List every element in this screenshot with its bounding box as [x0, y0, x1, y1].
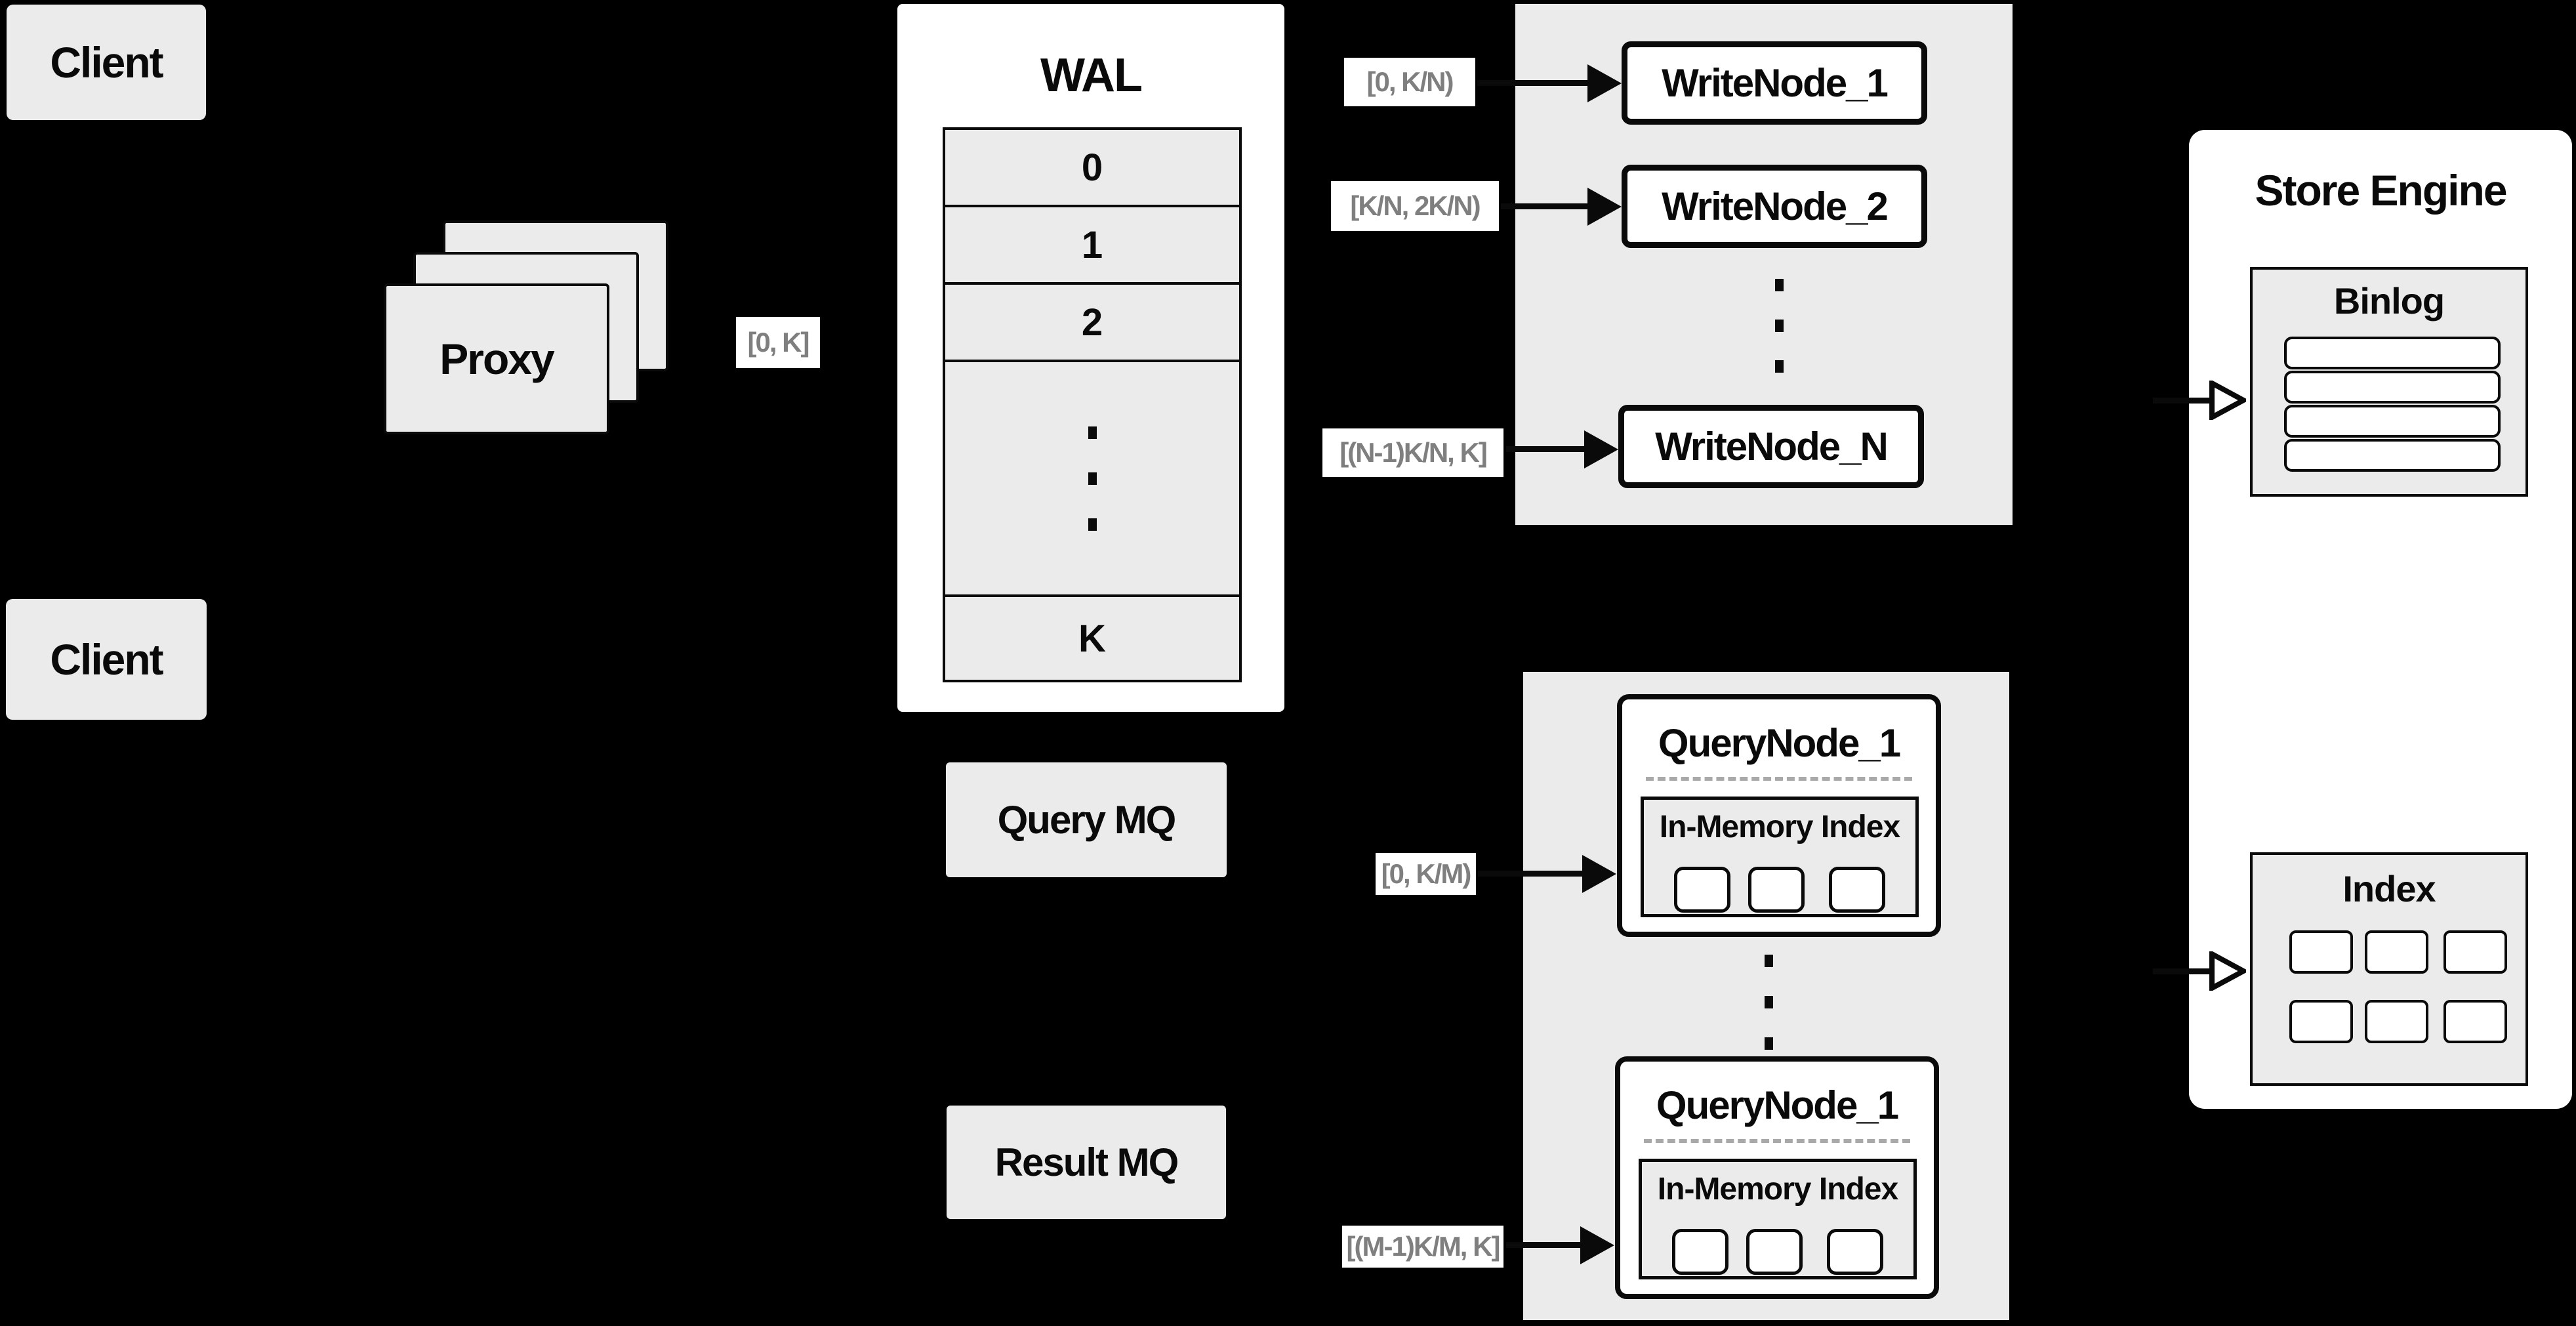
memory-segment	[1746, 1229, 1803, 1275]
writenode-2-box: WriteNode_2	[1622, 165, 1927, 248]
index-segment	[2289, 930, 2353, 974]
index-title: Index	[2342, 867, 2436, 909]
memory-segment	[1674, 867, 1730, 913]
store-engine-box: Store Engine Binlog Index	[2189, 130, 2572, 1109]
wal-slot-k: K	[945, 597, 1239, 680]
proxy-label: Proxy	[440, 335, 554, 383]
divider	[1646, 777, 1912, 781]
querynode-bottom-box: QueryNode_1 In-Memory Index	[1615, 1056, 1939, 1299]
wal-slot-0: 0	[945, 130, 1239, 207]
vertical-ellipsis-icon	[1088, 426, 1097, 531]
result-mq-box: Result MQ	[947, 1106, 1226, 1219]
memory-segment	[1827, 1229, 1883, 1275]
index-segment	[2289, 1000, 2353, 1043]
client-bottom-box: Client	[6, 599, 207, 720]
writenode-1-box: WriteNode_1	[1622, 41, 1927, 125]
wal-slot-2: 2	[945, 285, 1239, 362]
vertical-ellipsis-icon	[1775, 279, 1784, 373]
binlog-title: Binlog	[2333, 280, 2445, 321]
binlog-box: Binlog	[2250, 267, 2528, 497]
index-segment	[2365, 930, 2428, 974]
index-segment	[2443, 930, 2507, 974]
memory-segment	[1829, 867, 1885, 913]
wal-title: WAL	[1040, 49, 1143, 102]
client-top-box: Client	[7, 5, 206, 120]
wal-table: 0 1 2 K	[943, 127, 1242, 682]
write-range-label-3: [(N-1)K/N, K]	[1322, 428, 1503, 477]
query-mq-box: Query MQ	[946, 762, 1227, 877]
writenode-n-box: WriteNode_N	[1618, 405, 1924, 488]
proxy-card-front: Proxy	[384, 283, 609, 434]
write-range-label-2: [K/N, 2K/N)	[1331, 181, 1499, 231]
index-segment	[2443, 1000, 2507, 1043]
wal-slot-ellipsis	[945, 362, 1239, 597]
in-memory-index-title: In-Memory Index	[1657, 1171, 1898, 1207]
binlog-segment	[2284, 337, 2501, 369]
query-range-label-2: [(M-1)K/M, K]	[1342, 1226, 1503, 1268]
wal-box: WAL 0 1 2 K	[897, 4, 1284, 712]
binlog-segment	[2284, 439, 2501, 472]
store-engine-title: Store Engine	[2255, 166, 2507, 215]
proxy-range-label: [0, K]	[736, 317, 820, 368]
memory-segment	[1672, 1229, 1728, 1275]
query-range-label-1: [0, K/M)	[1376, 853, 1476, 895]
querynode-bottom-title: QueryNode_1	[1656, 1083, 1899, 1127]
in-memory-index-box: In-Memory Index	[1641, 797, 1919, 917]
memory-segment	[1748, 867, 1805, 913]
index-box: Index	[2250, 852, 2528, 1086]
binlog-segment	[2284, 371, 2501, 404]
client-top-label: Client	[50, 38, 163, 87]
write-range-label-1: [0, K/N)	[1344, 58, 1475, 106]
in-memory-index-box: In-Memory Index	[1639, 1159, 1917, 1279]
wal-slot-1: 1	[945, 207, 1239, 285]
in-memory-index-title: In-Memory Index	[1659, 809, 1900, 844]
querynode-top-title: QueryNode_1	[1658, 720, 1901, 765]
querynode-top-box: QueryNode_1 In-Memory Index	[1617, 694, 1941, 937]
binlog-segment	[2284, 405, 2501, 438]
divider	[1644, 1139, 1910, 1143]
index-segment	[2365, 1000, 2428, 1043]
vertical-ellipsis-icon	[1765, 955, 1773, 1050]
client-bottom-label: Client	[50, 635, 163, 684]
